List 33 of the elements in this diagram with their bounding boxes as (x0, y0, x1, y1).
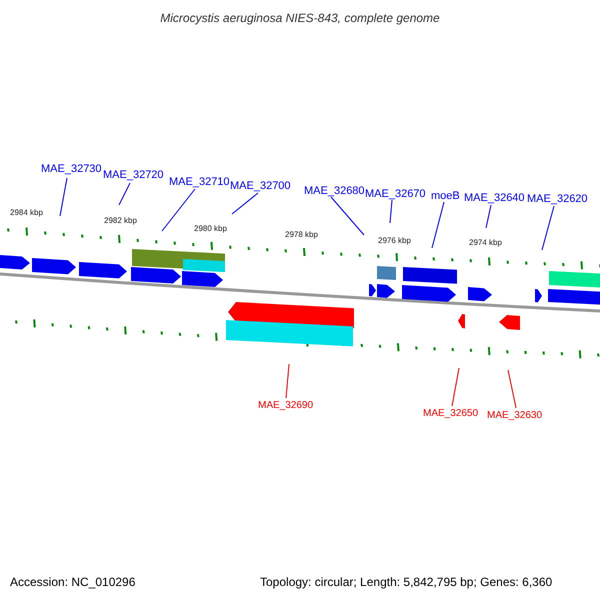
scale-label: 2974 kbp (469, 239, 502, 247)
gene-label: MAE_32650 (423, 409, 478, 419)
leader-line (330, 196, 364, 236)
leader-line (486, 204, 492, 228)
gene-label: MAE_32680 (304, 186, 365, 197)
gene-label: MAE_32690 (258, 401, 314, 411)
footer-text: Topology: circular; Length: 5,842,795 bp; Genes: 6,360 (260, 576, 552, 588)
leader-line (390, 200, 392, 224)
scale-label: 2980 kbp (194, 225, 227, 233)
footer-text: Accession: NC_010296 (10, 576, 136, 588)
scale-label: 2976 kbp (378, 237, 411, 245)
gene-label: MAE_32720 (103, 170, 164, 181)
scale-label: 2984 kbp (10, 209, 43, 217)
gene-label: MAE_32670 (365, 189, 426, 200)
scale-label: 2982 kbp (104, 217, 137, 225)
leader-line (542, 206, 554, 250)
leader-line (118, 182, 130, 206)
gene-label: MAE_32640 (464, 193, 525, 204)
gene-label: moeB (431, 191, 460, 202)
scale-label: 2978 kbp (285, 231, 318, 239)
leader-line (60, 178, 68, 216)
leader-line (508, 370, 516, 408)
gene-label: MAE_32630 (487, 411, 542, 421)
leader-line (432, 202, 444, 248)
leader-line (286, 364, 290, 398)
chart-title: Microcystis aeruginosa NIES-843, complete genome (159, 12, 441, 24)
gene-label: MAE_32730 (41, 164, 102, 175)
gene-label: MAE_32710 (169, 177, 230, 188)
gene-label: MAE_32620 (527, 194, 588, 205)
leader-line (232, 192, 258, 214)
leader-line (162, 188, 196, 232)
gene-label: MAE_32700 (230, 181, 291, 192)
leader-line (452, 368, 460, 406)
